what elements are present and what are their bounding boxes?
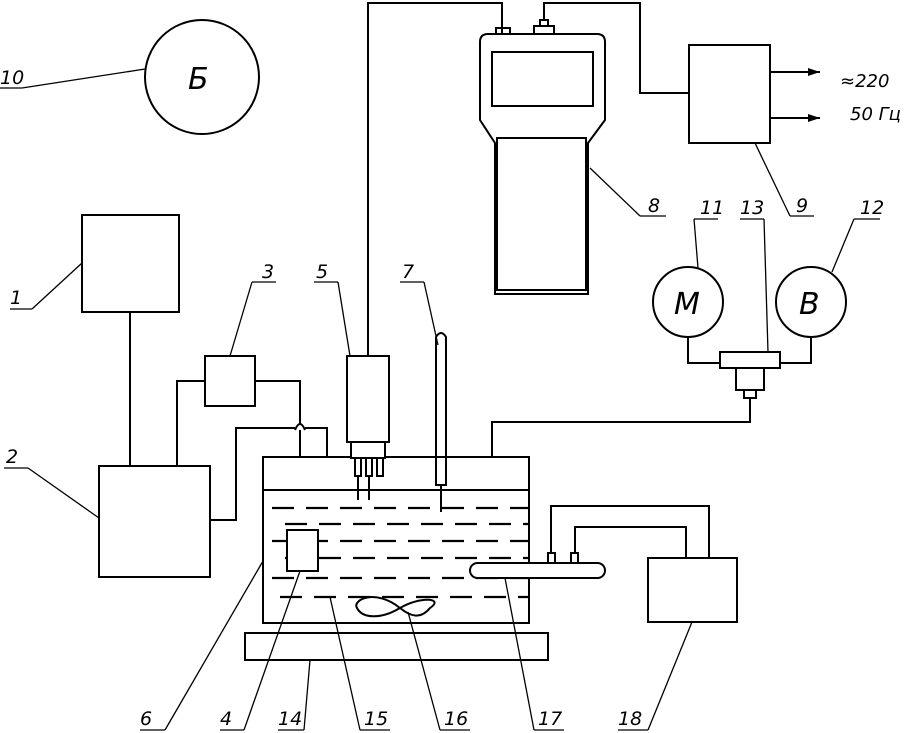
leader-12: 12 [831, 197, 884, 273]
leader-7: 7 [400, 261, 439, 346]
wire-3-4 [255, 380, 301, 425]
label-18: 18 [618, 708, 642, 730]
box-3 [204, 355, 256, 407]
leader-11: 11 [693, 197, 724, 269]
power-inputs [770, 68, 820, 122]
leader-14: 14 [278, 659, 311, 731]
leader-18: 18 [618, 621, 693, 731]
leader-13: 13 [740, 197, 769, 353]
label-8: 8 [648, 195, 660, 217]
label-11: 11 [700, 197, 724, 219]
gauge-m: М [652, 266, 724, 338]
wire-heater-18a [550, 505, 710, 558]
label-13: 13 [740, 197, 764, 219]
label-2: 2 [6, 446, 18, 468]
leader-1: 1 [10, 262, 83, 310]
circle-b: Б [144, 19, 260, 135]
symbol-b: Б [188, 62, 209, 97]
leader-15: 15 [329, 596, 390, 731]
label-6: 6 [140, 708, 152, 730]
wire-5-8 [367, 2, 503, 356]
symbol-m: М [674, 287, 700, 322]
label-17: 17 [538, 708, 562, 730]
label-15: 15 [364, 708, 388, 730]
leader-17: 17 [504, 577, 564, 731]
label-14: 14 [278, 708, 302, 730]
wire-m-tee [687, 337, 720, 364]
label-16: 16 [444, 708, 468, 730]
leader-10: 10 [0, 67, 146, 89]
wire-2-probe [210, 427, 295, 521]
label-5: 5 [316, 261, 328, 283]
tee-13 [719, 351, 781, 399]
heater-17 [469, 552, 606, 579]
symbol-v: В [799, 287, 820, 322]
box-1 [81, 214, 180, 313]
leader-3: 3 [229, 261, 276, 357]
wire-v-tee [780, 337, 812, 364]
frequency-label: 50 Гц [850, 104, 901, 125]
leader-16: 16 [407, 611, 470, 731]
gauge-v: В [775, 266, 847, 338]
leader-2: 2 [4, 446, 100, 519]
wire-2-3 [176, 380, 205, 466]
wire-crossover [294, 423, 306, 431]
sensor-4 [286, 529, 319, 572]
leader-4: 4 [220, 570, 301, 731]
label-9: 9 [796, 195, 808, 217]
box-2 [98, 465, 211, 578]
thermometer-7 [435, 332, 447, 512]
box-18 [647, 557, 738, 623]
platform-14 [244, 632, 549, 661]
wire-probe-bath [305, 427, 328, 457]
wire-tee-bath [491, 398, 751, 457]
voltage-label: ≈220 [840, 71, 889, 92]
stirrer-16 [355, 596, 436, 618]
wire-heater-18b [574, 526, 687, 558]
leader-6: 6 [140, 560, 264, 731]
label-7: 7 [402, 261, 414, 283]
wire-8-9 [543, 2, 689, 94]
label-4: 4 [220, 708, 232, 730]
electrode-5 [346, 355, 390, 500]
meter-8 [479, 19, 606, 295]
leader-8: 8 [589, 167, 666, 217]
box-9 [688, 44, 771, 144]
leader-9: 9 [754, 142, 814, 217]
label-10: 10 [0, 67, 24, 89]
label-12: 12 [860, 197, 884, 219]
label-1: 1 [10, 287, 22, 309]
leader-5: 5 [314, 261, 351, 357]
label-3: 3 [262, 261, 274, 283]
